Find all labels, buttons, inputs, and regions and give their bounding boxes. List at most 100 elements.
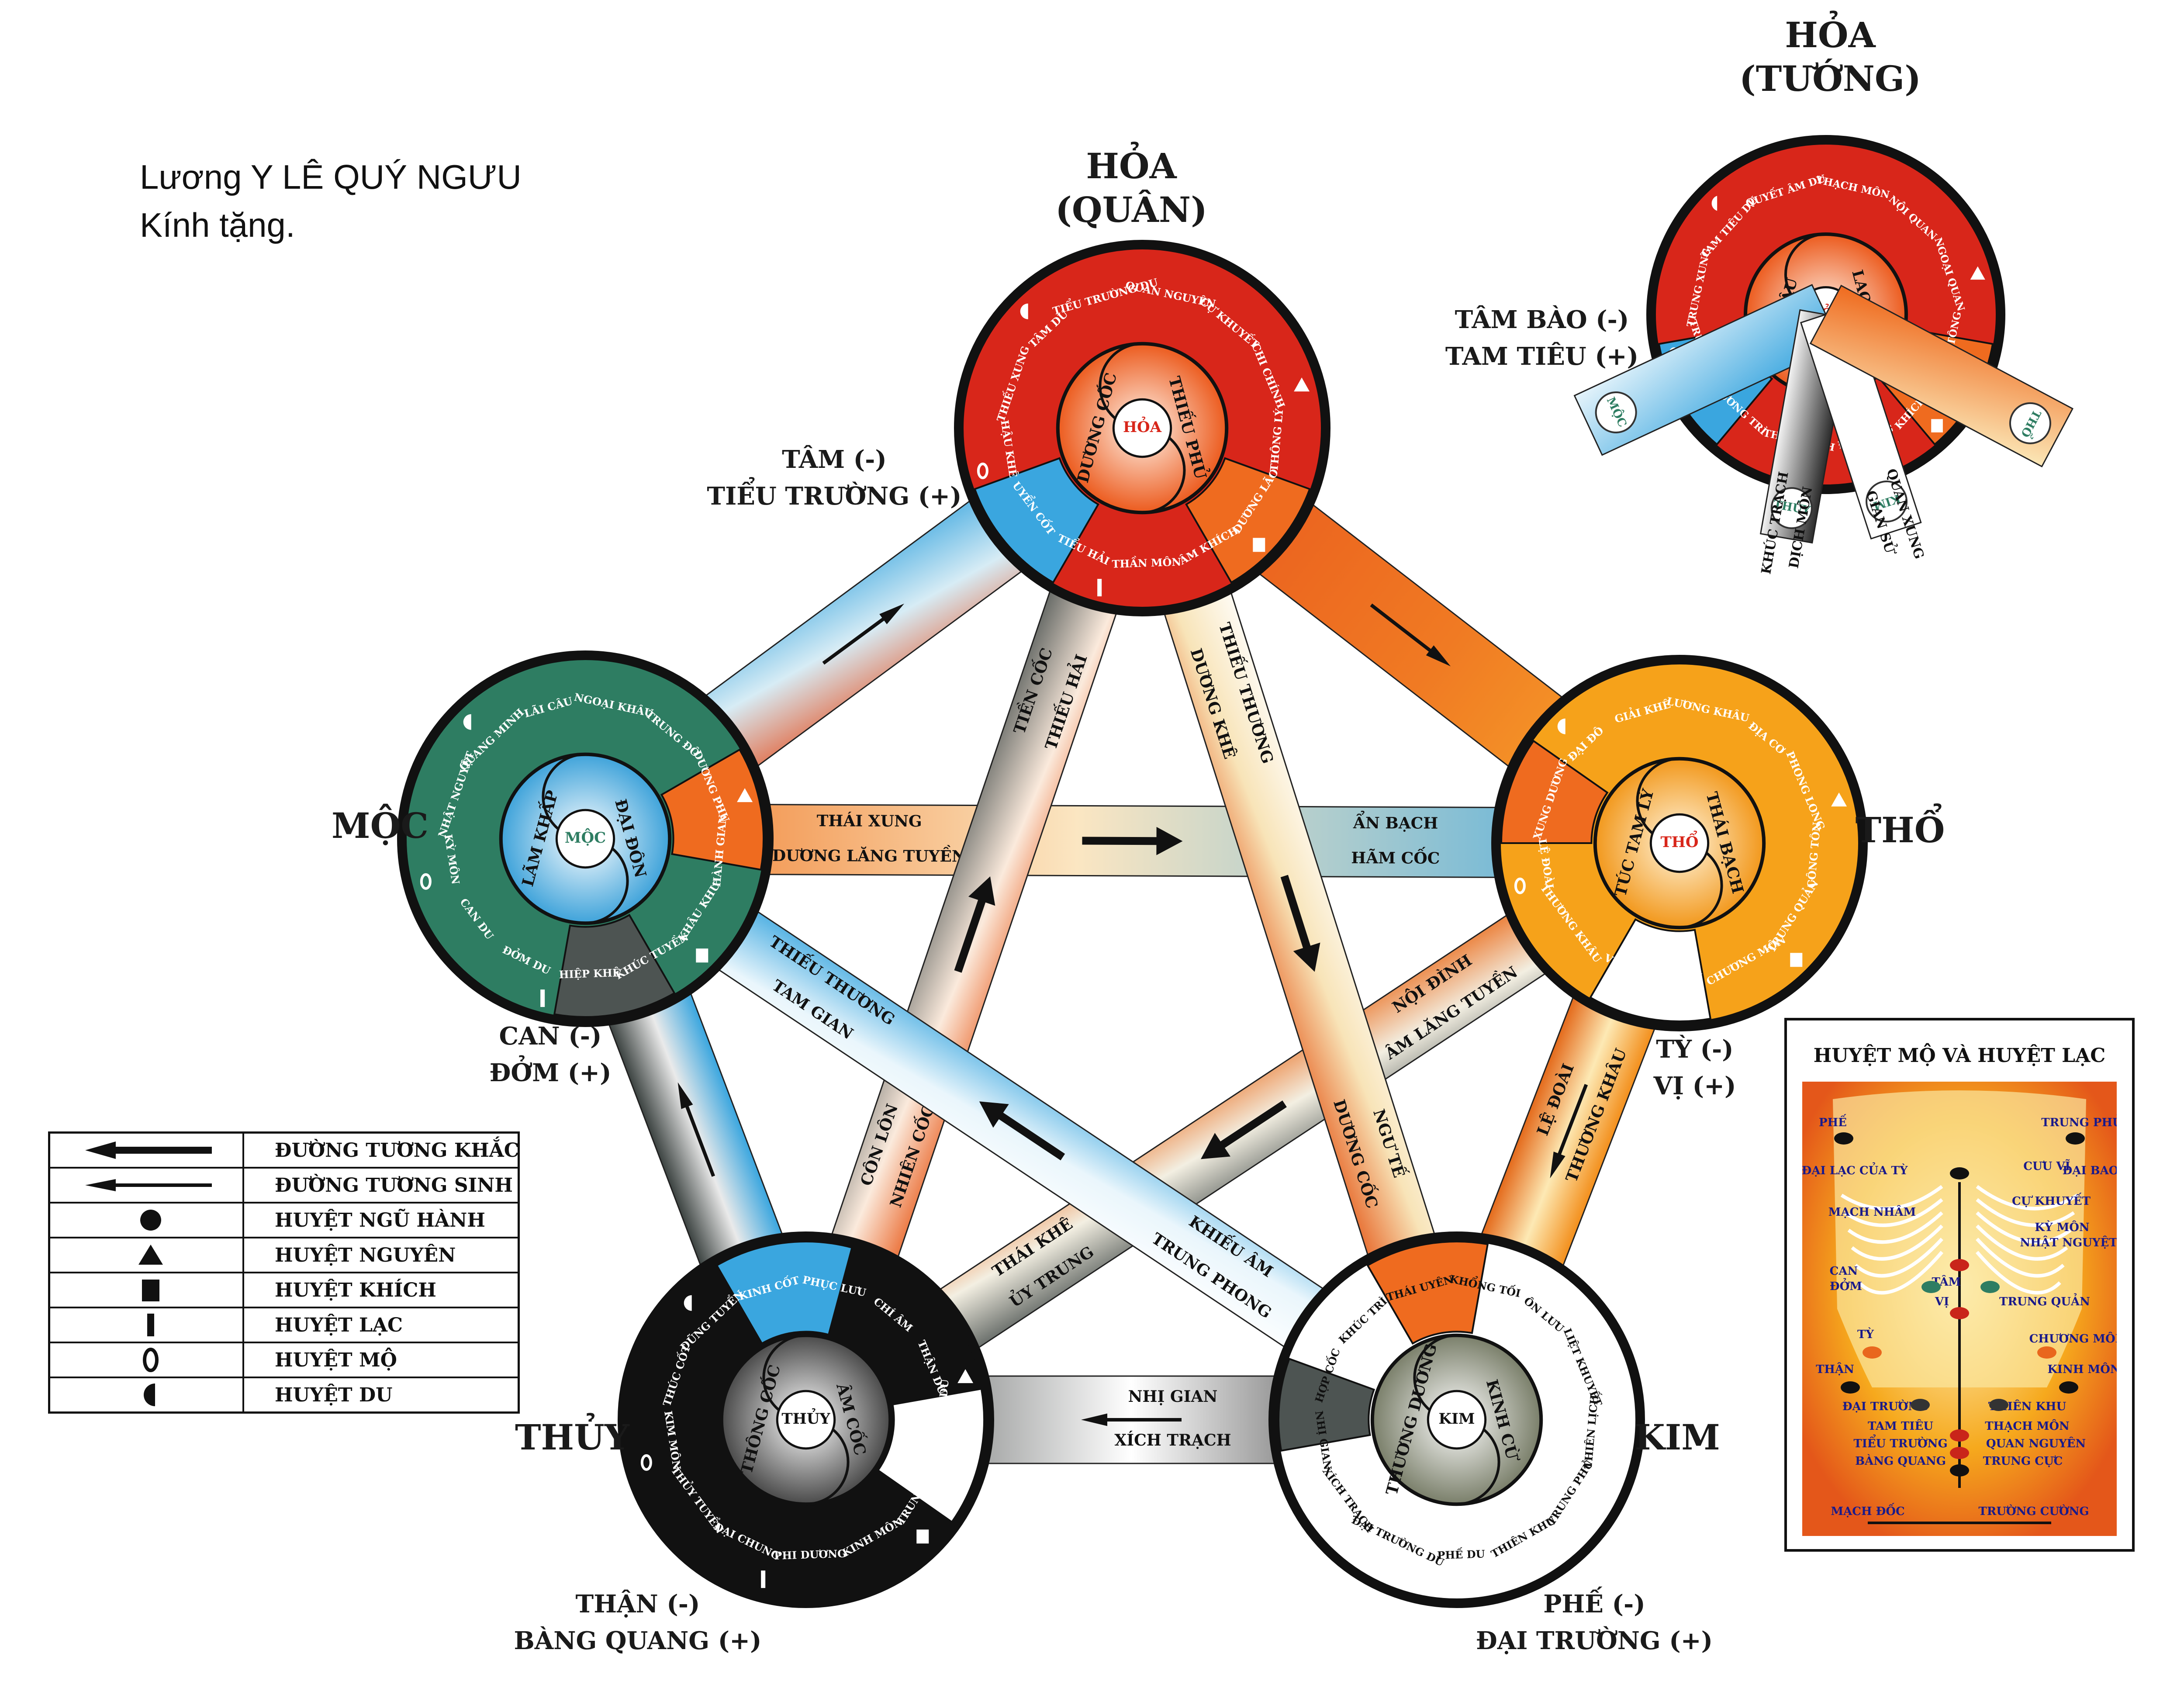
- rib-line: [1858, 1251, 1944, 1295]
- legend-row: HUYỆT DU: [50, 1378, 518, 1411]
- legend-row: HUYỆT KHÍCH: [50, 1273, 518, 1308]
- control-arrow-icon: [1201, 1100, 1287, 1159]
- bar-icon: [1635, 994, 1639, 1012]
- band-label: HÃM CỐC: [1351, 847, 1440, 868]
- generate-arrow-icon: [1370, 603, 1451, 667]
- circle-icon: [50, 1204, 244, 1237]
- rib-line: [1975, 1251, 2061, 1295]
- inset-label: MẠCH NHÂM: [1828, 1205, 1916, 1219]
- square-icon: [1253, 538, 1265, 552]
- thuy-organs-1: THẬN (-): [575, 1590, 700, 1619]
- triangle-icon: [1970, 266, 1985, 280]
- hoa-tuong-organs: TÂM BÀO (-) TAM TIÊU (+): [1415, 301, 1669, 375]
- ring-icon: [1291, 1454, 1303, 1471]
- ray-badge: [2009, 402, 2051, 444]
- center-badge: [1112, 398, 1172, 458]
- ray-badge: [1770, 487, 1813, 529]
- tho-organs-1: TỲ (-): [1656, 1035, 1734, 1064]
- band-label: THÁI XUNG: [817, 812, 922, 830]
- rib-line: [1976, 1198, 2075, 1227]
- ring-icon: [50, 1343, 244, 1377]
- band-label: XÍCH TRẠCH: [1114, 1431, 1231, 1449]
- ring-icon: [977, 462, 988, 479]
- generate-arrow-icon: [677, 1082, 715, 1177]
- legend-row: HUYỆT NGŨ HÀNH: [50, 1204, 518, 1238]
- hoa-organs-2: TIỂU TRƯỜNG (+): [707, 482, 962, 511]
- legend: ĐƯỜNG TƯƠNG KHẮC ĐƯỜNG TƯƠNG SINH HUYỆT …: [48, 1131, 520, 1414]
- control-arrow-icon: [954, 876, 995, 973]
- square-icon: [1790, 953, 1803, 967]
- rib-line: [1847, 1211, 1943, 1244]
- inset-label: KINH MÔN: [2047, 1362, 2117, 1376]
- tho-title: THỔ: [1835, 808, 1966, 852]
- hoa-title-text: HỎA: [1086, 145, 1177, 187]
- kim-organs-2: ĐẠI TRƯỜNG (+): [1476, 1626, 1713, 1655]
- thuy-title-text: THỦY: [515, 1417, 629, 1458]
- thick-arrow-icon: [50, 1134, 244, 1167]
- inset-label: ĐẠI BAO: [2063, 1164, 2117, 1177]
- moc-organs: CAN (-) ĐỞM (+): [459, 1018, 642, 1091]
- hoa-tuong-subtitle-text: (TƯỚNG): [1739, 58, 1921, 99]
- sector-wedge: [1278, 1357, 1375, 1452]
- center-badge: [776, 1390, 836, 1450]
- triangle-icon: [1608, 1369, 1624, 1384]
- moc-organs-2: ĐỞM (+): [489, 1058, 612, 1087]
- rib-line: [1976, 1224, 2068, 1261]
- center-badge: [1427, 1390, 1487, 1450]
- inset-label: CAN: [1830, 1265, 1858, 1278]
- center-badge: [555, 809, 615, 869]
- hoa-organs-1: TÂM (-): [782, 445, 887, 474]
- square-icon: [696, 948, 708, 963]
- acupoint-dot: [2059, 1381, 2078, 1394]
- sector-wedge: [1185, 457, 1311, 584]
- moc-title: MỘC: [314, 804, 446, 847]
- inset-label: THẠCH MÔN: [1985, 1419, 2070, 1433]
- legend-row: ĐƯỜNG TƯƠNG KHẮC: [50, 1134, 519, 1169]
- ring-label: HIỆP KHÊ: [559, 966, 620, 981]
- half-circle-icon: [684, 1295, 692, 1311]
- thuy-title: THỦY: [498, 1415, 646, 1459]
- ray-badge: [1866, 480, 1908, 522]
- acupoint-dot: [1950, 1429, 1969, 1442]
- hoa-subtitle-text: (QUÂN): [1055, 189, 1207, 230]
- inset-label: CƯU VĨ: [2023, 1159, 2070, 1173]
- band-label: ẨN BẠCH: [1353, 811, 1438, 833]
- moc-title-text: MỘC: [332, 805, 429, 846]
- acupoint-dot: [2066, 1132, 2085, 1145]
- sector-wedge: [715, 1241, 854, 1345]
- tho-organs: TỲ (-) VỊ (+): [1616, 1031, 1773, 1104]
- hoa-tuong-organs-1: TÂM BÀO (-): [1455, 305, 1629, 334]
- ray-band: MỘC: [1573, 284, 1841, 456]
- ring-label: PHẾ DU: [1437, 1546, 1485, 1562]
- legend-label: HUYỆT LẠC: [275, 1314, 403, 1336]
- center-badge: [1649, 813, 1710, 873]
- legend-label: ĐƯỜNG TƯƠNG KHẮC: [275, 1139, 519, 1162]
- inset-label: CHƯƠNG MÔN: [2029, 1332, 2117, 1345]
- rib-line: [1854, 1238, 1943, 1278]
- band-label: NHỊ GIAN: [1128, 1387, 1218, 1406]
- inset-label: PHẾ: [1819, 1114, 1847, 1129]
- bar-icon: [540, 989, 545, 1007]
- triangle-icon: [1831, 792, 1847, 807]
- inset-label: TRƯỜNG CƯỜNG: [1978, 1504, 2089, 1518]
- inset-label: BÀNG QUANG: [1855, 1454, 1946, 1468]
- author-note: Kính tặng.: [140, 206, 295, 244]
- thuy-organs-2: BÀNG QUANG (+): [514, 1626, 762, 1655]
- acupoint-dot: [1911, 1399, 1930, 1411]
- square-icon: [1567, 1529, 1580, 1544]
- sector-wedge: [1366, 1241, 1489, 1345]
- acupoint-dot: [1863, 1346, 1882, 1359]
- kim-organs-1: PHẾ (-): [1543, 1590, 1645, 1619]
- triangle-icon: [737, 788, 753, 802]
- inset-label: QUAN NGUYÊN: [1986, 1436, 2086, 1450]
- rib-line: [1976, 1185, 2079, 1211]
- inset-label: NHẬT NGUYỆT: [2020, 1235, 2117, 1249]
- hoa-organs: TÂM (-) TIỂU TRƯỜNG (+): [695, 441, 974, 515]
- acupoint-dot: [1841, 1381, 1860, 1394]
